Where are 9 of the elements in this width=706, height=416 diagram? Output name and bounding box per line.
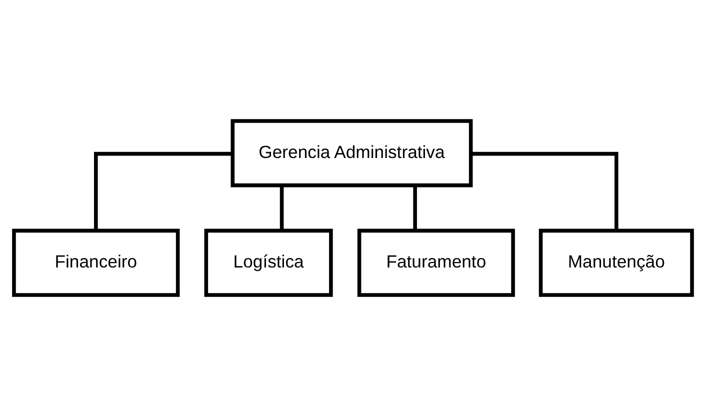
connector <box>470 152 618 230</box>
connector <box>94 152 232 230</box>
node-box: Financeiro <box>12 228 180 297</box>
node-box: Manutenção <box>538 228 694 297</box>
node-box: Gerencia Administrativa <box>230 119 473 188</box>
connector <box>413 185 417 230</box>
connector <box>280 185 284 230</box>
node-box: Faturamento <box>357 228 515 297</box>
node-box: Logística <box>204 228 333 297</box>
